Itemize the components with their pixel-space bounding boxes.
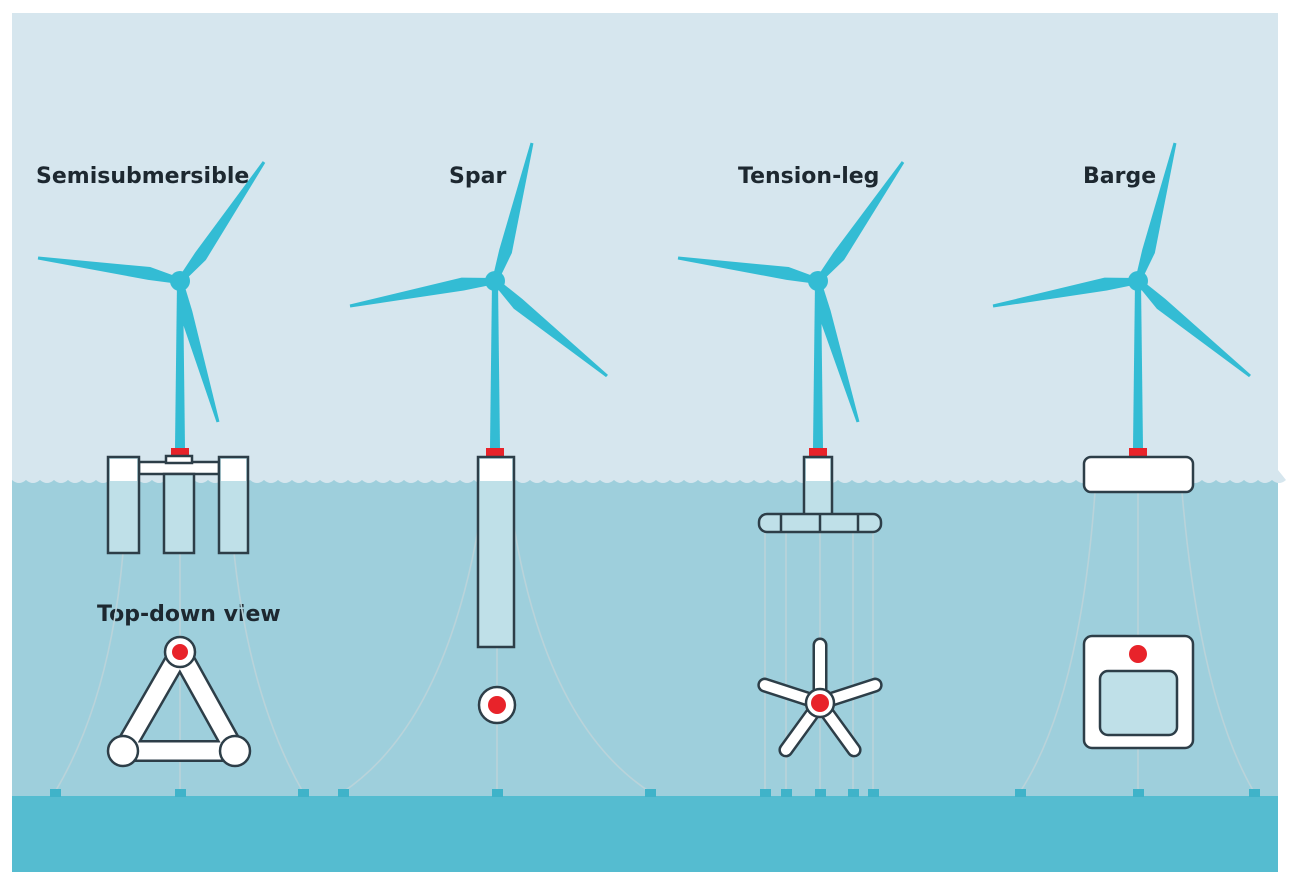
blade [493, 278, 608, 378]
label-spar: Spar [449, 164, 506, 189]
tower [175, 281, 185, 448]
tower [813, 281, 823, 448]
label-barge: Barge [1083, 164, 1156, 189]
blade [815, 280, 860, 423]
anchor [50, 789, 61, 797]
tension-leg-top-down [757, 637, 883, 758]
semisubmersible-platform [106, 454, 250, 555]
anchor [868, 789, 879, 797]
blade [492, 142, 534, 282]
anchor [815, 789, 826, 797]
hub [170, 271, 190, 291]
blade [37, 256, 181, 284]
label-semisubmersible: Semisubmersible [36, 164, 249, 189]
tower-base-red [171, 448, 189, 456]
hub [808, 271, 828, 291]
seabed [12, 796, 1278, 872]
wave-line [12, 470, 1286, 483]
blade [177, 280, 220, 423]
anchor [1249, 789, 1260, 797]
blade [177, 161, 266, 283]
tower-base-red [809, 448, 827, 456]
blade [992, 277, 1139, 308]
anchor [848, 789, 859, 797]
blade [349, 277, 496, 308]
anchor [1133, 789, 1144, 797]
barge-top-down [1082, 634, 1195, 750]
label-tension-leg: Tension-leg [738, 164, 879, 189]
turbine-barge [992, 142, 1251, 456]
barge-platform [1082, 455, 1195, 494]
blade [1136, 278, 1251, 378]
anchor [338, 789, 349, 797]
anchor [298, 789, 309, 797]
anchor [175, 789, 186, 797]
label-top-down-view: Top-down view [97, 602, 281, 627]
star-center-red [811, 694, 829, 712]
turbine-semisubmersible [37, 161, 266, 456]
hub [1128, 271, 1148, 291]
anchors [50, 789, 1260, 797]
anchor [645, 789, 656, 797]
tower [1133, 281, 1143, 448]
anchor [760, 789, 771, 797]
turbine-tension-leg [677, 161, 905, 456]
spar-top-down [477, 685, 517, 725]
tower [490, 281, 500, 448]
tension-leg-platform [757, 455, 883, 534]
sky-background [12, 13, 1278, 483]
blade [815, 161, 905, 283]
semisubmersible-top-down [106, 635, 252, 768]
hub [485, 271, 505, 291]
tower-base-red [486, 448, 504, 456]
turbine-spar [349, 142, 608, 456]
blade [677, 256, 819, 284]
spar-platform [476, 455, 516, 649]
anchor [492, 789, 503, 797]
anchor [781, 789, 792, 797]
tower-base-red [1129, 448, 1147, 456]
anchor [1015, 789, 1026, 797]
blade [1135, 142, 1177, 282]
